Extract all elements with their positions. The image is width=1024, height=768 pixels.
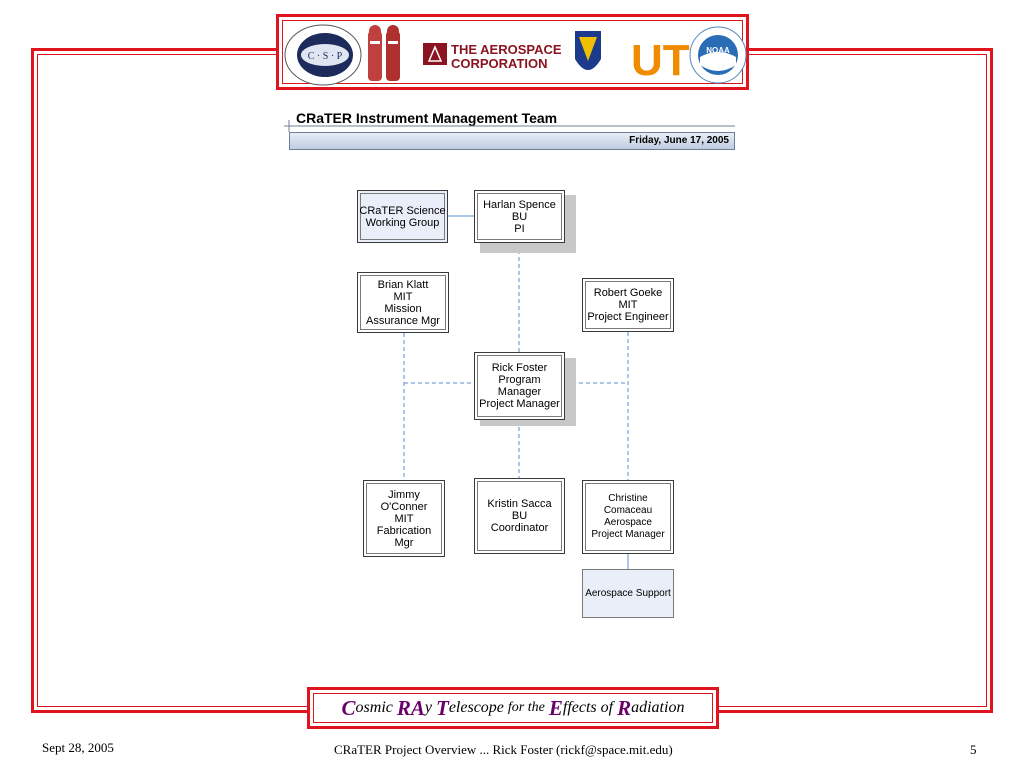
aerospace-logo: THE AEROSPACE CORPORATION <box>423 42 562 71</box>
svg-text:NOAA: NOAA <box>706 46 730 55</box>
node-rick-foster: Rick Foster Program Manager Project Mana… <box>474 352 565 420</box>
svg-text:CORPORATION: CORPORATION <box>451 56 548 71</box>
node-kristin-sacca: Kristin Sacca BU Coordinator <box>474 478 565 554</box>
csp-logo: C · S · P <box>284 24 362 86</box>
chart-date: Friday, June 17, 2005 <box>629 135 729 146</box>
node-brian-klatt: Brian Klatt MIT Mission Assurance Mgr <box>357 272 449 333</box>
logo-banner: C · S · P THE AEROSPACE CORPORATION <box>276 14 749 90</box>
logo-strip: C · S · P THE AEROSPACE CORPORATION <box>284 24 747 86</box>
node-aerospace-support: Aerospace Support <box>582 569 674 618</box>
footer-date: Sept 28, 2005 <box>42 740 114 755</box>
astronauts-icon <box>368 25 400 81</box>
node-robert-goeke: Robert Goeke MIT Project Engineer <box>582 278 674 332</box>
date-bar: Friday, June 17, 2005 <box>289 132 735 150</box>
svg-text:C · S · P: C · S · P <box>308 51 343 62</box>
page-number: 5 <box>970 742 977 757</box>
node-science-working-group: CRaTER Science Working Group <box>357 190 448 243</box>
chart-title: CRaTER Instrument Management Team <box>296 110 558 126</box>
ut-logo: UT <box>631 36 690 85</box>
footer-title: CRaTER Project Overview ... Rick Foster … <box>334 742 673 757</box>
node-christine-comaceau: Christine Comaceau Aerospace Project Man… <box>582 480 674 554</box>
node-jimmy-oconner: Jimmy O'Conner MIT Fabrication Mgr <box>363 480 445 557</box>
svg-text:UT: UT <box>631 36 690 85</box>
svg-text:THE AEROSPACE: THE AEROSPACE <box>451 42 562 57</box>
noaa-logo: NOAA <box>689 26 747 84</box>
node-harlan-spence: Harlan Spence BU PI <box>474 190 565 243</box>
shield-icon <box>575 31 601 70</box>
